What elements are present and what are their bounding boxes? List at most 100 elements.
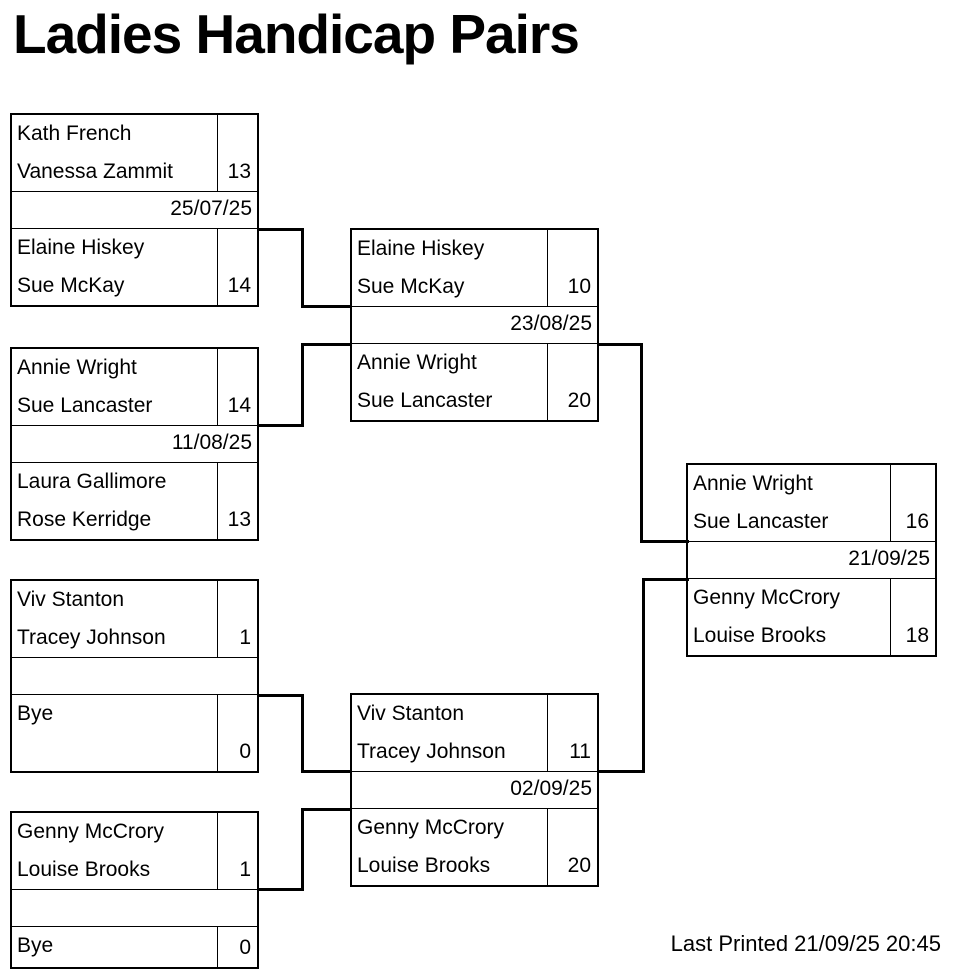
player-name: Elaine Hiskey bbox=[357, 237, 485, 260]
team-names: Annie Wright Sue Lancaster bbox=[12, 349, 217, 425]
connector-segment bbox=[300, 808, 352, 811]
player-name: Tracey Johnson bbox=[357, 740, 506, 763]
score-cell: 16 bbox=[889, 465, 936, 541]
team-names: Bye bbox=[12, 927, 217, 967]
player-name: Viv Stanton bbox=[17, 588, 125, 611]
team-names: Genny McCrory Louise Brooks bbox=[352, 809, 547, 885]
team-cell: Elaine Hiskey Sue McKay 10 bbox=[352, 230, 597, 306]
team-names: Kath French Vanessa Zammit bbox=[12, 115, 217, 191]
connector-segment bbox=[639, 540, 689, 543]
match-box-r1m1: Kath French Vanessa Zammit 13 25/07/25 E… bbox=[10, 113, 259, 307]
team-names: Elaine Hiskey Sue McKay bbox=[12, 229, 217, 305]
player-name: Elaine Hiskey bbox=[17, 236, 145, 259]
player-name: Annie Wright bbox=[17, 356, 137, 379]
team-cell: Genny McCrory Louise Brooks 1 bbox=[12, 813, 257, 889]
score-cell: 11 bbox=[546, 695, 598, 771]
connector-segment bbox=[300, 343, 304, 427]
connector-segment bbox=[259, 694, 304, 697]
player-name: Sue Lancaster bbox=[357, 389, 493, 412]
player-name: Annie Wright bbox=[693, 472, 813, 495]
player-name: Sue Lancaster bbox=[693, 510, 829, 533]
player-name: Bye bbox=[17, 934, 54, 957]
team-names: Annie Wright Sue Lancaster bbox=[352, 344, 547, 420]
connector-segment bbox=[300, 694, 304, 773]
score-cell: 13 bbox=[216, 115, 258, 191]
score-cell: 0 bbox=[216, 695, 258, 771]
team-cell: Genny McCrory Louise Brooks 20 bbox=[352, 809, 597, 885]
player-name: Bye bbox=[17, 702, 54, 725]
team-cell: Bye 0 bbox=[12, 927, 257, 967]
team-cell: Kath French Vanessa Zammit 13 bbox=[12, 115, 257, 191]
connector-segment bbox=[259, 227, 304, 231]
score-cell: 20 bbox=[546, 344, 598, 420]
date-cell bbox=[12, 657, 257, 695]
player-name: Viv Stanton bbox=[357, 702, 465, 725]
team-names: Viv Stanton Tracey Johnson bbox=[12, 581, 217, 657]
score-cell: 1 bbox=[216, 813, 258, 889]
team-names: Genny McCrory Louise Brooks bbox=[688, 579, 890, 655]
team-cell: Viv Stanton Tracey Johnson 1 bbox=[12, 581, 257, 657]
connector-segment bbox=[641, 578, 645, 773]
player-name: Tracey Johnson bbox=[17, 626, 166, 649]
connector-segment bbox=[259, 888, 304, 891]
team-names: Annie Wright Sue Lancaster bbox=[688, 465, 890, 541]
player-name: Sue McKay bbox=[357, 275, 465, 298]
connector-segment bbox=[259, 424, 304, 427]
score-cell: 14 bbox=[216, 349, 258, 425]
date-cell: 02/09/25 bbox=[352, 771, 597, 809]
date-cell: 25/07/25 bbox=[12, 191, 257, 229]
connector-segment bbox=[300, 305, 352, 308]
date-cell: 23/08/25 bbox=[352, 306, 597, 344]
connector-segment bbox=[639, 343, 643, 543]
team-cell: Annie Wright Sue Lancaster 20 bbox=[352, 344, 597, 420]
player-name: Genny McCrory bbox=[693, 586, 841, 609]
connector-segment bbox=[641, 578, 689, 581]
page-title: Ladies Handicap Pairs bbox=[13, 3, 580, 65]
match-box-r2m2: Viv Stanton Tracey Johnson 11 02/09/25 G… bbox=[350, 693, 599, 887]
player-name: Kath French bbox=[17, 122, 132, 145]
team-cell: Viv Stanton Tracey Johnson 11 bbox=[352, 695, 597, 771]
team-cell: Genny McCrory Louise Brooks 18 bbox=[688, 579, 935, 655]
player-name: Louise Brooks bbox=[693, 624, 827, 647]
player-name: Laura Gallimore bbox=[17, 470, 167, 493]
last-printed-text: Last Printed 21/09/25 20:45 bbox=[670, 931, 941, 956]
player-name: Sue McKay bbox=[17, 274, 125, 297]
score-cell: 1 bbox=[216, 581, 258, 657]
team-cell: Laura Gallimore Rose Kerridge 13 bbox=[12, 463, 257, 539]
match-box-r1m4: Genny McCrory Louise Brooks 1 Bye 0 bbox=[10, 811, 259, 969]
team-names: Viv Stanton Tracey Johnson bbox=[352, 695, 547, 771]
connector-segment bbox=[597, 343, 643, 346]
connector-segment bbox=[300, 808, 304, 891]
team-cell: Annie Wright Sue Lancaster 16 bbox=[688, 465, 935, 541]
score-cell: 10 bbox=[546, 230, 598, 306]
team-cell: Elaine Hiskey Sue McKay 14 bbox=[12, 229, 257, 305]
score-cell: 14 bbox=[216, 229, 258, 305]
date-cell: 21/09/25 bbox=[688, 541, 935, 579]
player-name: Genny McCrory bbox=[17, 820, 165, 843]
player-name: Sue Lancaster bbox=[17, 394, 153, 417]
player-name: Annie Wright bbox=[357, 351, 477, 374]
score-cell: 20 bbox=[546, 809, 598, 885]
team-cell: Annie Wright Sue Lancaster 14 bbox=[12, 349, 257, 425]
player-name: Vanessa Zammit bbox=[17, 160, 173, 183]
date-cell bbox=[12, 889, 257, 927]
connector-segment bbox=[300, 343, 352, 346]
team-cell: Bye 0 bbox=[12, 695, 257, 771]
match-box-r1m2: Annie Wright Sue Lancaster 14 11/08/25 L… bbox=[10, 347, 259, 541]
match-box-r2m1: Elaine Hiskey Sue McKay 10 23/08/25 Anni… bbox=[350, 228, 599, 422]
match-box-final: Annie Wright Sue Lancaster 16 21/09/25 G… bbox=[686, 463, 937, 657]
score-cell: 13 bbox=[216, 463, 258, 539]
connector-segment bbox=[300, 770, 352, 773]
player-name: Louise Brooks bbox=[17, 858, 151, 881]
team-names: Elaine Hiskey Sue McKay bbox=[352, 230, 547, 306]
player-name: Rose Kerridge bbox=[17, 508, 152, 531]
player-name: Louise Brooks bbox=[357, 854, 491, 877]
connector-segment bbox=[300, 227, 304, 308]
team-names: Genny McCrory Louise Brooks bbox=[12, 813, 217, 889]
team-names: Laura Gallimore Rose Kerridge bbox=[12, 463, 217, 539]
team-names: Bye bbox=[12, 695, 217, 771]
connector-segment bbox=[597, 770, 645, 773]
score-cell: 0 bbox=[216, 927, 258, 967]
score-cell: 18 bbox=[889, 579, 936, 655]
date-cell: 11/08/25 bbox=[12, 425, 257, 463]
